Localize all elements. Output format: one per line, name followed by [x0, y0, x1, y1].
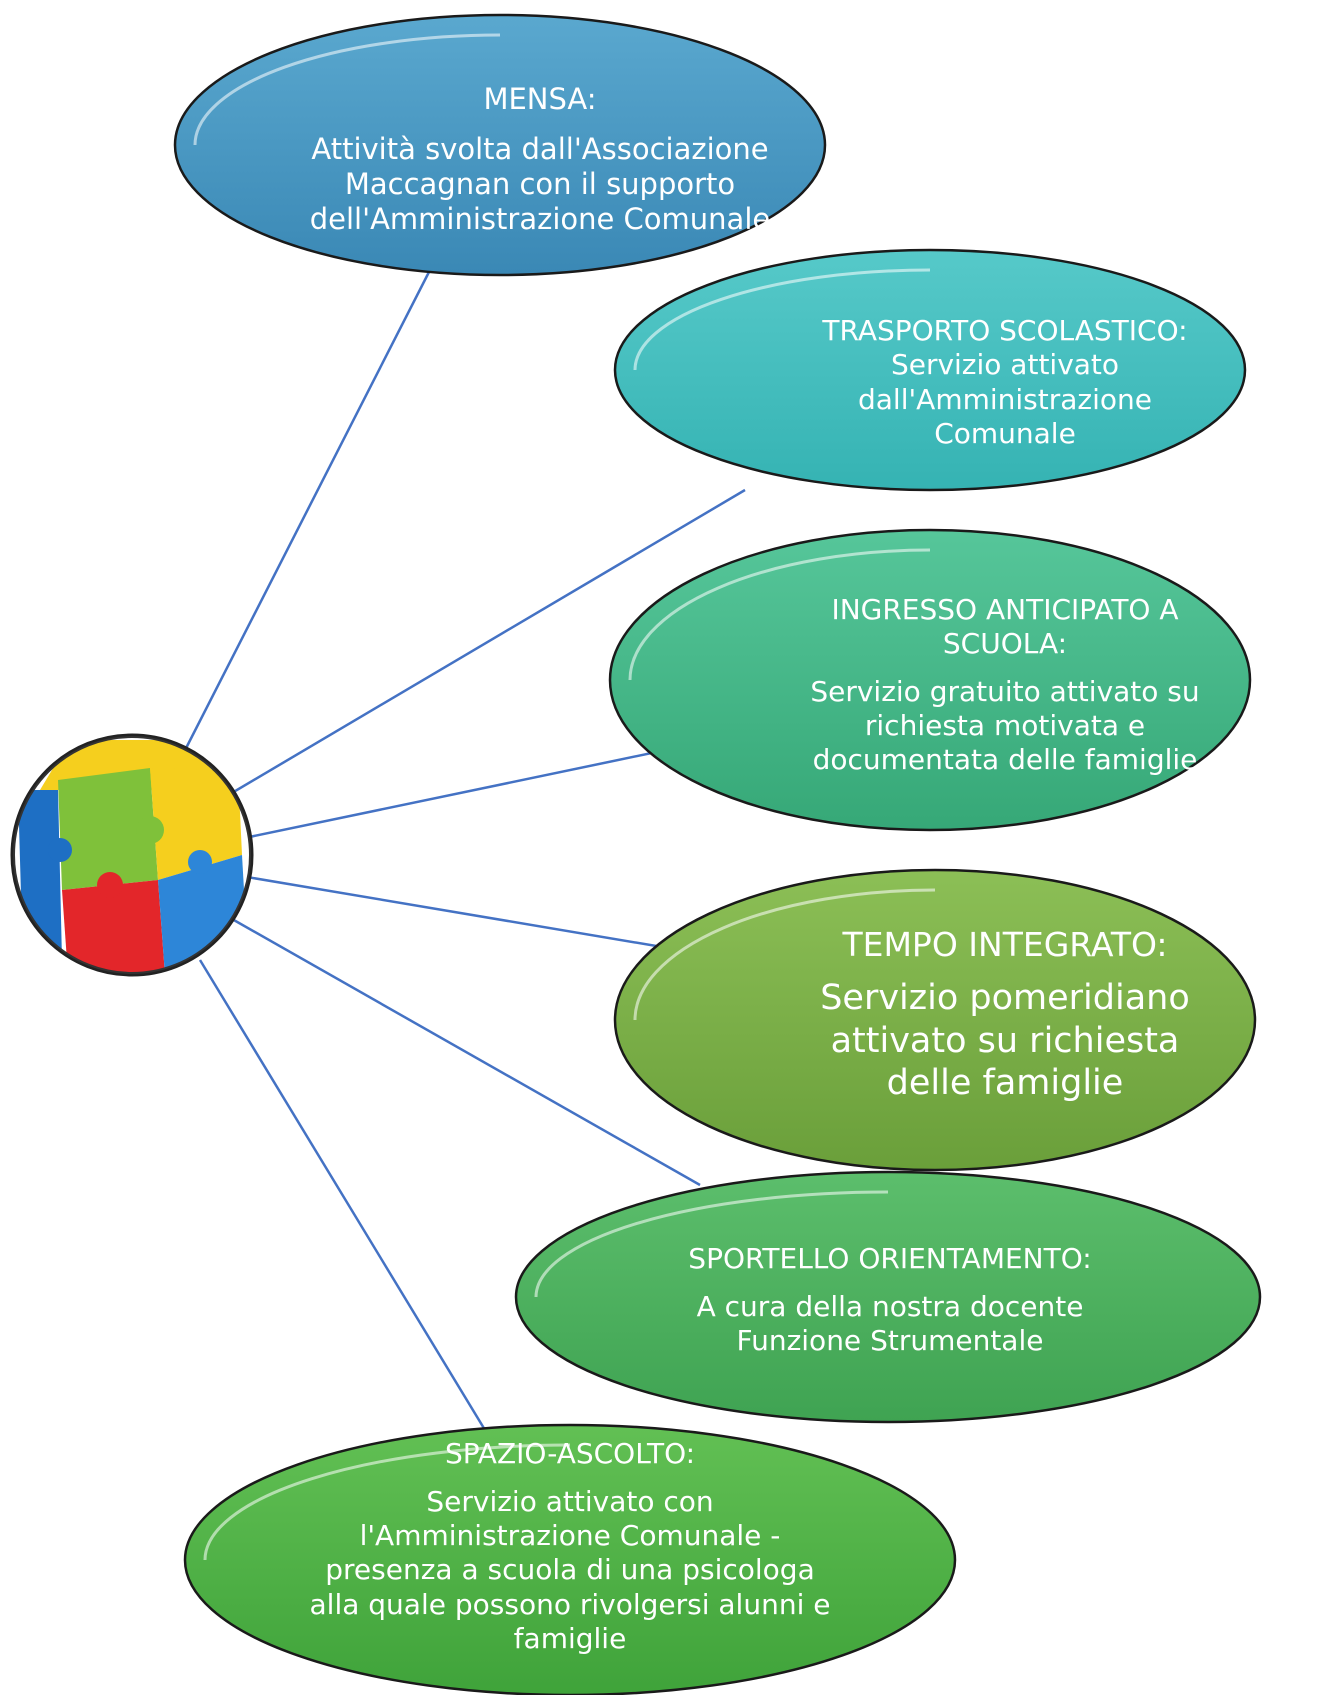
puzzle-cube-icon: [14, 737, 250, 973]
gloss-tempo: [633, 888, 936, 1021]
ellipse-ingresso: [608, 528, 1252, 832]
gloss-trasporto: [633, 268, 931, 371]
gloss-mensa: [193, 33, 501, 146]
ellipse-sportello: [514, 1170, 1262, 1424]
bubble-description: A cura della nostra docente Funzione Str…: [696, 1289, 1084, 1358]
bubble-mensa: MENSA: Attività svolta dall'Associazione…: [260, 60, 820, 260]
connector-sportello: [224, 913, 701, 1187]
bubble-description: Attività svolta dall'Associazione Maccag…: [309, 131, 771, 237]
bubble-tempo: TEMPO INTEGRATO: Servizio pomeridiano at…: [770, 905, 1240, 1125]
bubble-title: MENSA:: [483, 82, 597, 117]
bubble-title: INGRESSO ANTICIPATO A SCUOLA:: [831, 592, 1179, 660]
bubble-title: TRASPORTO SCOLASTICO:: [822, 314, 1188, 348]
hub-node: [10, 733, 254, 977]
ellipse-tempo: [613, 868, 1257, 1172]
bubble-description: Servizio pomeridiano attivato su richies…: [820, 978, 1190, 1104]
connector-tempo: [234, 873, 681, 952]
connector-trasporto: [219, 488, 746, 802]
connector-mensa: [178, 269, 432, 761]
gloss-spazio: [203, 1443, 571, 1561]
bubble-sportello: SPORTELLO ORIENTAMENTO: A cura della nos…: [630, 1230, 1150, 1370]
bubble-title: SPORTELLO ORIENTAMENTO:: [688, 1241, 1092, 1275]
bubble-spazio: SPAZIO-ASCOLTO: Servizio attivato con l'…: [290, 1437, 850, 1695]
service-bubbles: [173, 13, 1262, 1695]
bubble-title: TEMPO INTEGRATO:: [842, 924, 1168, 964]
bubble-description: Servizio attivato dall'Amministrazione C…: [857, 348, 1152, 450]
bubble-description: Servizio attivato con l'Amministrazione …: [309, 1485, 831, 1655]
connector-ingresso: [234, 743, 691, 842]
bubble-trasporto: TRASPORTO SCOLASTICO: Servizio attivato …: [760, 295, 1250, 470]
gloss-ingresso: [628, 548, 931, 681]
ellipse-mensa: [173, 13, 827, 277]
connector-spazio: [198, 959, 487, 1431]
gloss-sportello: [534, 1190, 889, 1298]
bubble-description: Servizio gratuito attivato su richiesta …: [810, 674, 1200, 777]
bubble-ingresso: INGRESSO ANTICIPATO A SCUOLA: Servizio g…: [770, 570, 1240, 800]
ellipse-spazio: [183, 1423, 957, 1695]
connector-lines: [178, 269, 746, 1431]
ellipse-trasporto: [613, 248, 1247, 492]
bubble-title: SPAZIO-ASCOLTO:: [444, 1437, 696, 1470]
